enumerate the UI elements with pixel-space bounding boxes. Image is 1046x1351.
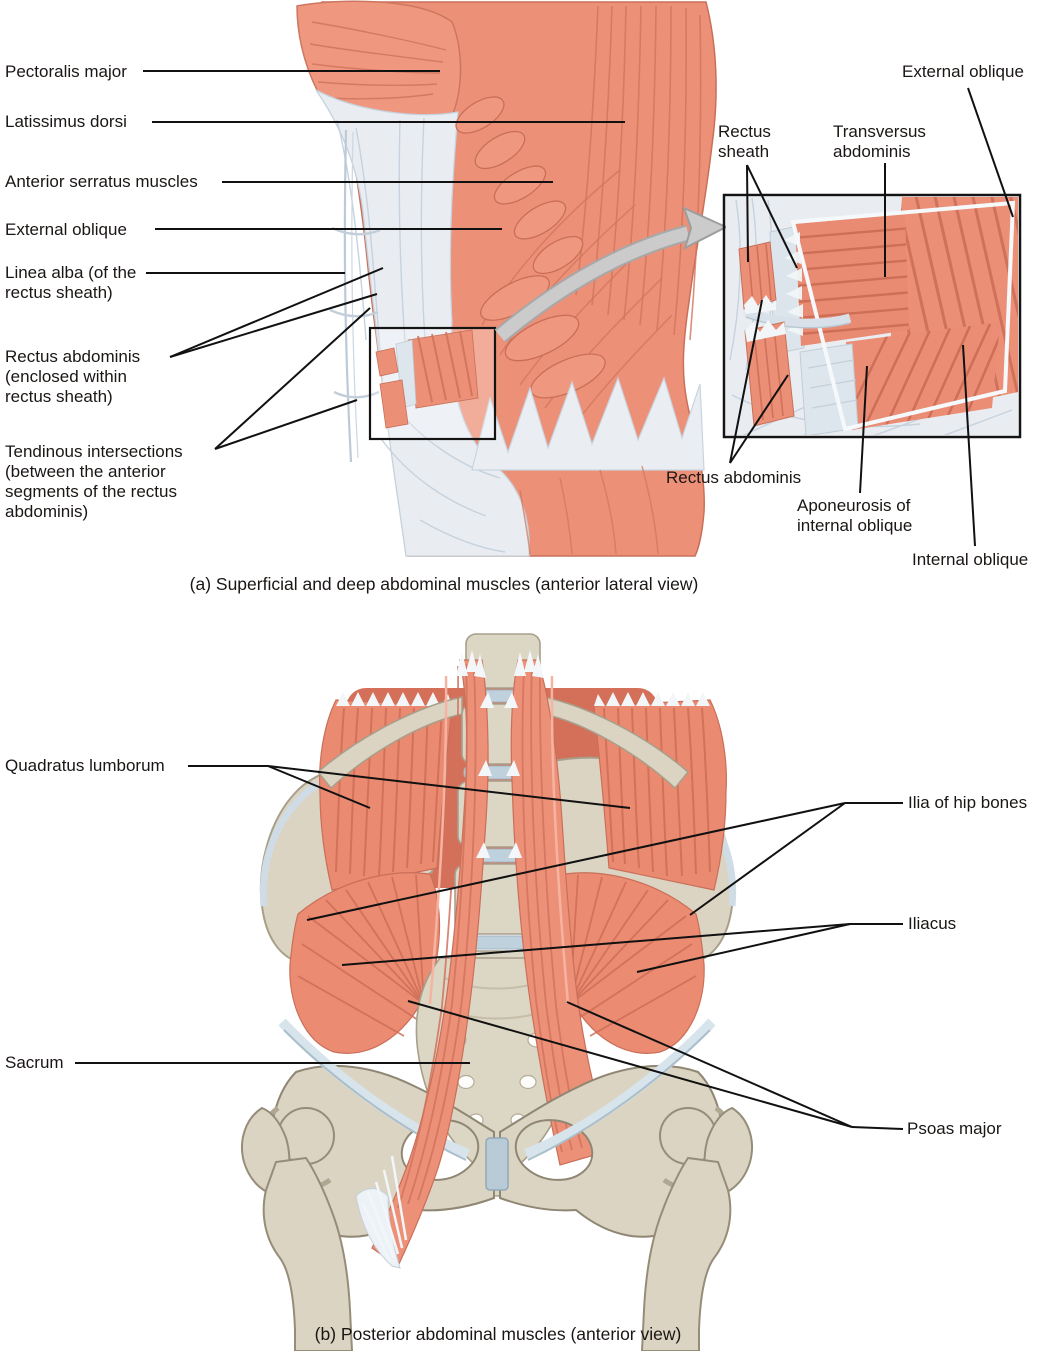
caption-panel-a: (a) Superficial and deep abdominal muscl… [189,574,699,594]
label-external-oblique-inset: External oblique [902,62,1024,81]
linea-alba-line [343,129,353,463]
label-latissimus-dorsi: Latissimus dorsi [5,112,127,131]
label-linea-alba: Linea alba (of the rectus sheath) [5,263,137,302]
zoom-arrow [494,206,729,343]
vertebral-tufts [476,692,522,858]
quadratus-lumborum-right [593,692,727,891]
label-rectus-abdominis-inset: Rectus abdominis [666,468,802,487]
thigh-fibers [519,465,659,555]
label-external-oblique: External oblique [5,220,127,239]
serratus-bumps [455,96,606,399]
latissimus-fibers [575,5,702,341]
oblique-insertion-fingers [471,376,705,471]
label-tendinous-intersections: Tendinous intersections (between the ant… [5,442,183,521]
label-sacrum: Sacrum [5,1053,64,1072]
label-rectus-abdominis: Rectus abdominis (enclosed within rectus… [5,347,141,406]
inset-rectus-blocks [738,241,795,427]
label-aponeurosis-internal-oblique: Aponeurosis of internal oblique [797,496,913,535]
inset-cut-window [790,200,1016,432]
label-psoas-major: Psoas major [907,1119,1002,1138]
label-pectoralis-major: Pectoralis major [5,62,127,81]
label-iliacus: Iliacus [908,914,957,933]
label-ilia-of-hip-bones: Ilia of hip bones [908,793,1028,812]
panel-b-leader-lines [75,765,904,1130]
label-internal-oblique: Internal oblique [912,550,1029,569]
label-quadratus-lumborum: Quadratus lumborum [5,756,165,775]
caption-panel-b: (b) Posterior abdominal muscles (anterio… [314,1324,682,1344]
psoas-major-left [355,650,489,1269]
pubic-symphysis [485,1137,509,1191]
label-rectus-sheath: Rectus sheath [718,122,771,161]
inset-frame [722,193,1022,439]
pelvis-illustration [241,633,753,1351]
label-anterior-serratus: Anterior serratus muscles [5,172,198,191]
torso-illustration [296,0,729,557]
iliacus-right [553,872,705,1054]
panel-a-leader-lines [143,70,1014,547]
label-transversus-abdominis: Transversus abdominis [833,122,926,161]
torso-inset-marker [368,326,497,441]
